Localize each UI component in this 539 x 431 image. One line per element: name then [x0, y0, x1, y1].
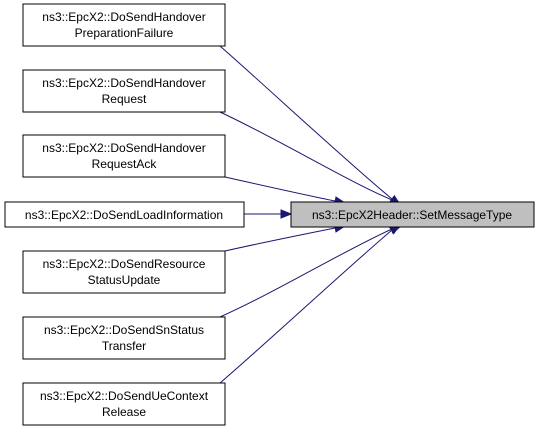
caller-label-3-line-2: RequestAck [92, 157, 158, 171]
edge-5 [224, 227, 336, 252]
caller-label-6-line-1: ns3::EpcX2::DoSendSnStatus [44, 323, 204, 337]
caller-label-6-line-2: Transfer [102, 339, 146, 353]
edge-1 [219, 45, 393, 200]
caller-label-1-line-1: ns3::EpcX2::DoSendHandover [42, 10, 205, 24]
caller-node-7[interactable]: ns3::EpcX2::DoSendUeContext Release [22, 382, 226, 426]
edge-3 [224, 176, 336, 202]
caller-label-7-line-1: ns3::EpcX2::DoSendUeContext [40, 389, 209, 403]
caller-node-5[interactable]: ns3::EpcX2::DoSendResource StatusUpdate [22, 250, 226, 294]
caller-label-2-line-1: ns3::EpcX2::DoSendHandover [42, 76, 205, 90]
caller-label-3-line-1: ns3::EpcX2::DoSendHandover [42, 141, 205, 155]
caller-label-2-line-2: Request [102, 92, 147, 106]
caller-label-1-line-2: PreparationFailure [75, 26, 174, 40]
edge-6 [219, 228, 393, 318]
target-node[interactable]: ns3::EpcX2Header::SetMessageType [290, 201, 535, 228]
caller-node-2[interactable]: ns3::EpcX2::DoSendHandover Request [22, 69, 226, 113]
caller-node-4[interactable]: ns3::EpcX2::DoSendLoadInformation [4, 201, 245, 228]
edge-2 [219, 111, 393, 201]
caller-node-6[interactable]: ns3::EpcX2::DoSendSnStatus Transfer [22, 316, 226, 360]
caller-node-1[interactable]: ns3::EpcX2::DoSendHandover PreparationFa… [22, 3, 226, 47]
caller-label-5-line-1: ns3::EpcX2::DoSendResource [43, 257, 206, 271]
caller-label-7-line-2: Release [102, 405, 146, 419]
target-label: ns3::EpcX2Header::SetMessageType [312, 208, 512, 222]
edge-7 [219, 229, 393, 384]
caller-label-5-line-2: StatusUpdate [88, 273, 161, 287]
caller-label-4: ns3::EpcX2::DoSendLoadInformation [25, 208, 223, 222]
caller-node-3[interactable]: ns3::EpcX2::DoSendHandover RequestAck [22, 134, 226, 178]
edge-4-arrowhead [280, 209, 293, 219]
